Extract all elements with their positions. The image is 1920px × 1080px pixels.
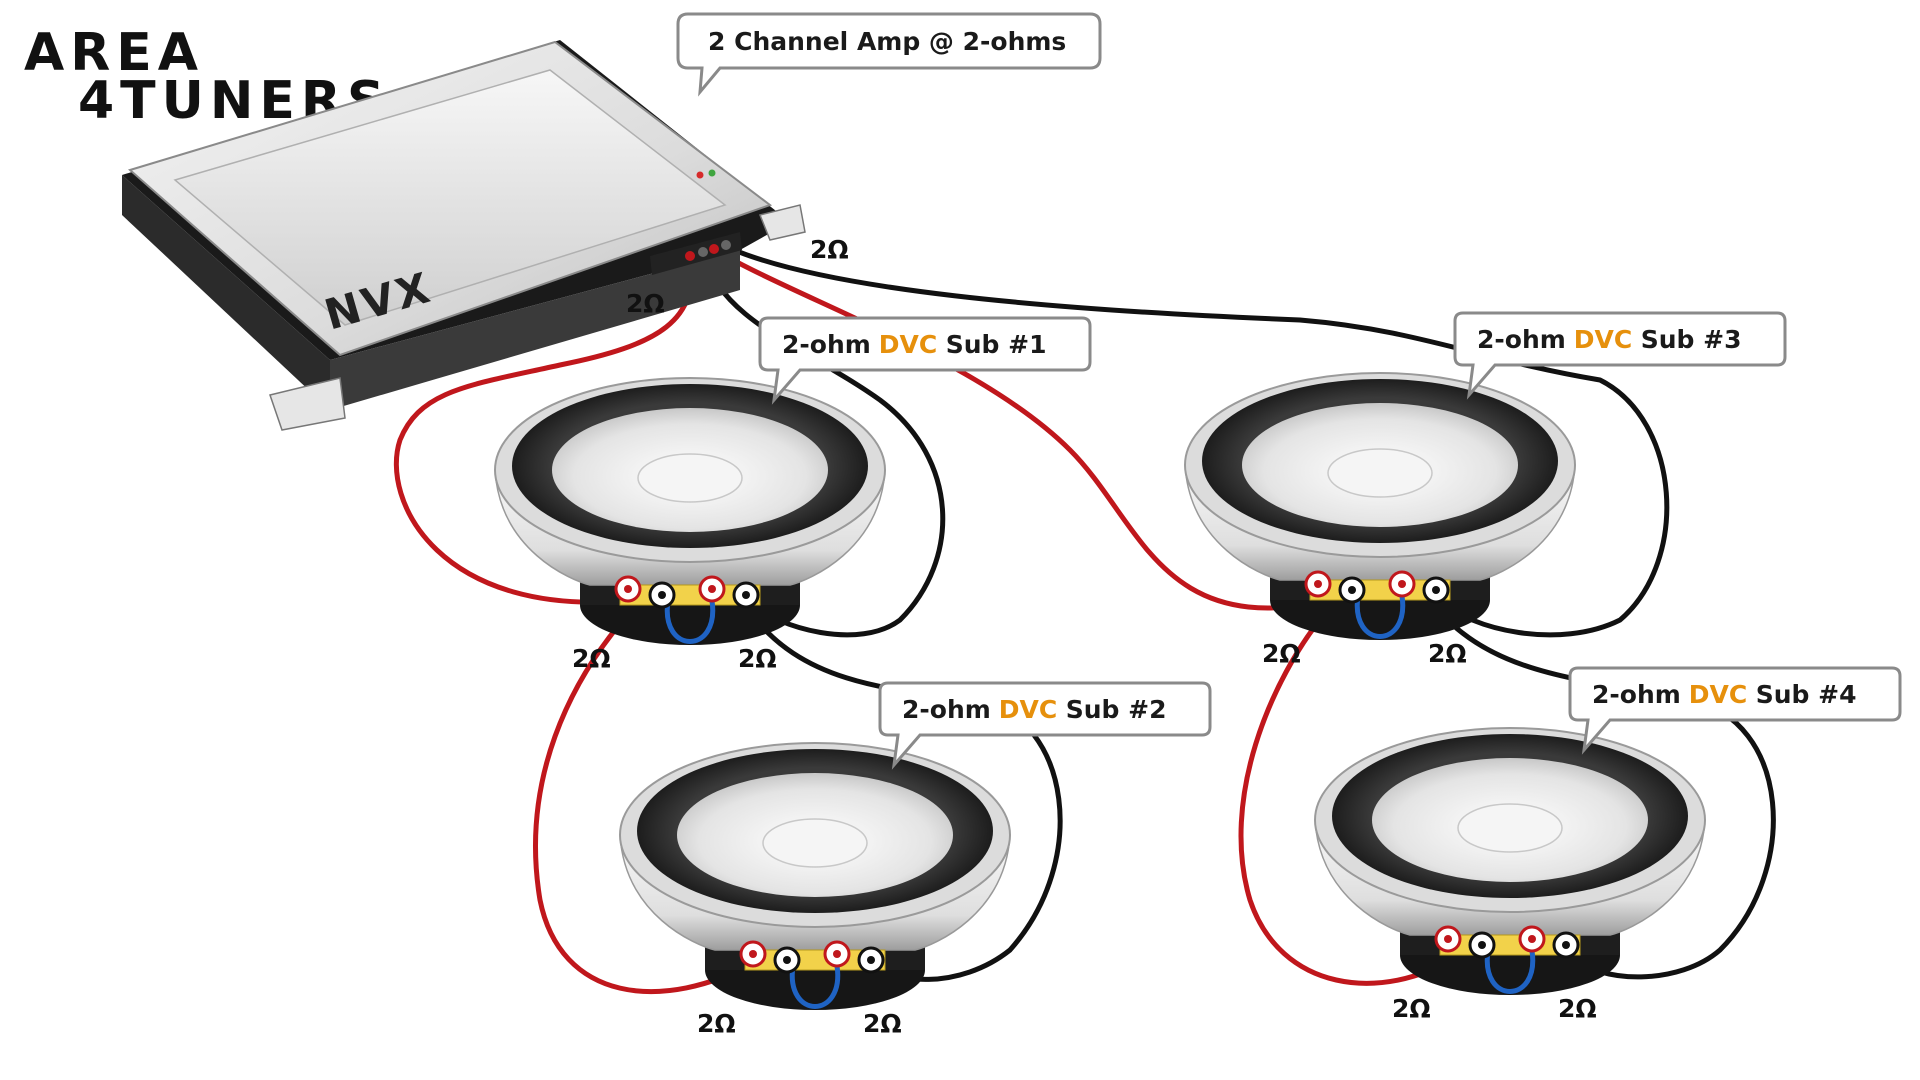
sub-coil-jumper: [1484, 950, 1536, 994]
sub-coil-label-left: 2Ω: [572, 644, 611, 673]
sub-terminal-coil2-positive-center: [833, 950, 841, 958]
sub-terminal-coil1-negative-center: [658, 591, 666, 599]
sub-callout-prefix: 2-ohm: [1592, 680, 1681, 709]
sub-terminal-coil1-negative-center: [783, 956, 791, 964]
amp-foot-right: [758, 204, 806, 241]
sub-callout-suffix: Sub #4: [1756, 680, 1857, 709]
amp-terminal-label-ch2: 2Ω: [810, 235, 849, 264]
subwoofer-3: 2Ω 2Ω 2-ohm DVC Sub #3: [1184, 311, 1787, 668]
amp-top-inset: [173, 69, 727, 326]
amp-terminal-ch2-positive: [709, 244, 719, 254]
amp-callout-text: 2 Channel Amp @ 2-ohms: [708, 27, 1066, 56]
sub-callout-accent: DVC: [1689, 680, 1748, 709]
sub-coil-label-left: 2Ω: [1392, 994, 1431, 1023]
amp-terminal-ch2-negative: [721, 240, 731, 250]
subwoofer-2: 2Ω 2Ω 2-ohm DVC Sub #2: [619, 681, 1212, 1038]
wire-amp-ch2-positive: [712, 247, 1333, 611]
sub-coil-label-left: 2Ω: [1262, 639, 1301, 668]
sub-callout-suffix: Sub #1: [946, 330, 1047, 359]
sub-terminal-coil2-negative-center: [1562, 941, 1570, 949]
wire-sub3-to-sub4-positive: [1238, 609, 1463, 986]
sub-callout-prefix: 2-ohm: [1477, 325, 1566, 354]
wire-amp-ch1-positive: [393, 253, 694, 605]
sub-callout-text: 2-ohm DVC Sub #3: [1477, 325, 1741, 354]
sub-coil-label-right: 2Ω: [1558, 994, 1597, 1023]
sub-terminal-coil2-positive-center: [1528, 935, 1536, 943]
amp-callout: 2 Channel Amp @ 2-ohms: [676, 12, 1102, 97]
sub-coil-label-right: 2Ω: [1428, 639, 1467, 668]
sub-terminal-coil1-positive-center: [624, 585, 632, 593]
sub-callout-accent: DVC: [879, 330, 938, 359]
amp-foot-left: [269, 377, 346, 431]
amp-led-red: [696, 171, 704, 179]
sub-terminal-coil2-positive-center: [708, 585, 716, 593]
sub-callout-prefix: 2-ohm: [902, 695, 991, 724]
sub-dust-cap: [637, 453, 743, 503]
wire-sub1-to-sub2-negative: [747, 609, 1063, 982]
sub-callout-bubble: [758, 316, 1092, 405]
sub-terminal-coil1-positive-center: [1444, 935, 1452, 943]
sub-dust-cap: [1327, 448, 1433, 498]
amp-led-green: [708, 169, 716, 177]
wires: [393, 243, 1776, 995]
sub-terminal-coil1-negative-center: [1478, 941, 1486, 949]
amp-body-front: [330, 250, 740, 410]
sub-terminal-coil2-negative-center: [1432, 586, 1440, 594]
sub-callout-prefix: 2-ohm: [782, 330, 871, 359]
subwoofer-1: 2Ω 2Ω 2-ohm DVC Sub #1: [494, 316, 1092, 673]
logo-line-1: AREA: [24, 23, 204, 83]
sub-terminal-coil2-negative-center: [742, 591, 750, 599]
sub-coil-label-right: 2Ω: [738, 644, 777, 673]
sub-callout-text: 2-ohm DVC Sub #1: [782, 330, 1046, 359]
amp-callout-bubble: [676, 12, 1102, 97]
sub-terminal-coil2-negative-center: [867, 956, 875, 964]
sub-terminal-coil1-negative-center: [1348, 586, 1356, 594]
sub-dust-cap: [1457, 803, 1563, 853]
wire-sub1-to-sub2-positive: [533, 609, 763, 995]
sub-dust-cap: [762, 818, 868, 868]
sub-callout-accent: DVC: [999, 695, 1058, 724]
sub-terminal-coil1-positive-center: [1314, 580, 1322, 588]
amp-terminal-ch1-positive: [685, 251, 695, 261]
sub-coil-jumper: [1354, 595, 1406, 639]
sub-coil-label-left: 2Ω: [697, 1009, 736, 1038]
sub-terminal-coil2-positive-center: [1398, 580, 1406, 588]
amp-terminal-ch1-negative: [698, 247, 708, 257]
sub-callout-bubble: [878, 681, 1212, 770]
sub-coil-jumper: [664, 600, 716, 644]
sub-callout-accent: DVC: [1574, 325, 1633, 354]
sub-callout-bubble: [1568, 666, 1902, 755]
sub-coil-label-right: 2Ω: [863, 1009, 902, 1038]
sub-coil-jumper: [789, 965, 841, 1009]
area4tuners-logo: AREA 4TUNERS: [24, 23, 384, 131]
wire-sub3-to-sub4-negative: [1437, 609, 1776, 980]
amplifier: NVX 2Ω 2Ω: [122, 40, 849, 431]
sub-callout-suffix: Sub #3: [1641, 325, 1742, 354]
amp-body-side: [122, 175, 330, 410]
sub-callout-text: 2-ohm DVC Sub #4: [1592, 680, 1856, 709]
sub-callout-suffix: Sub #2: [1066, 695, 1167, 724]
amp-terminal-label-ch1: 2Ω: [626, 289, 665, 318]
subwoofer-4: 2Ω 2Ω 2-ohm DVC Sub #4: [1314, 666, 1902, 1023]
sub-callout-text: 2-ohm DVC Sub #2: [902, 695, 1166, 724]
amp-terminal-block: [650, 232, 742, 275]
sub-terminal-coil1-positive-center: [749, 950, 757, 958]
sub-callout-bubble: [1453, 311, 1787, 400]
